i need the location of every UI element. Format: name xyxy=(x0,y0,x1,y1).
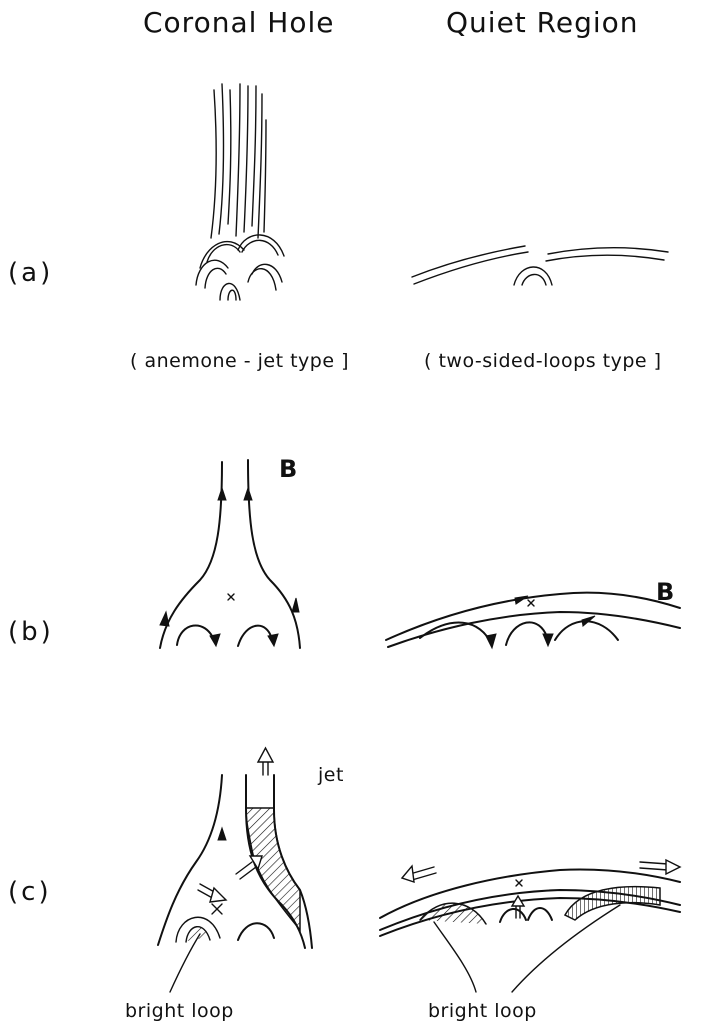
anemone-jet-sketch xyxy=(196,84,284,300)
magnetic-field-quiet-region-b xyxy=(386,593,680,648)
reconnection-coronal-hole-c xyxy=(158,748,312,992)
two-sided-loops-sketch xyxy=(412,246,668,285)
reconnection-quiet-region-c xyxy=(380,860,680,992)
magnetic-field-coronal-hole-b xyxy=(160,460,300,648)
